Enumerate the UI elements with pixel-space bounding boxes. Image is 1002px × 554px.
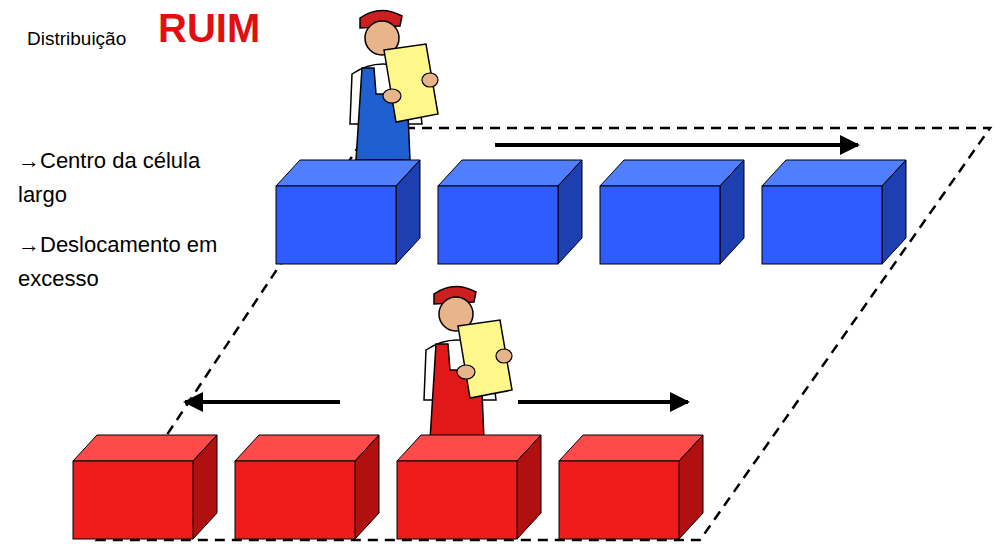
workstation-row (73, 435, 703, 539)
workstation-row (276, 160, 906, 264)
movement-arrow (495, 143, 858, 147)
cell-outline (97, 128, 990, 540)
title-text: Distribuição (27, 28, 126, 50)
note-text: →Deslocamento em excesso (18, 228, 248, 296)
worker-figure (350, 10, 438, 160)
title-emphasis: RUIM (158, 6, 260, 51)
movement-arrow (518, 400, 688, 404)
worker-figure (424, 286, 512, 440)
movement-arrow (185, 400, 340, 404)
note-text: →Centro da célula largo (18, 144, 248, 212)
